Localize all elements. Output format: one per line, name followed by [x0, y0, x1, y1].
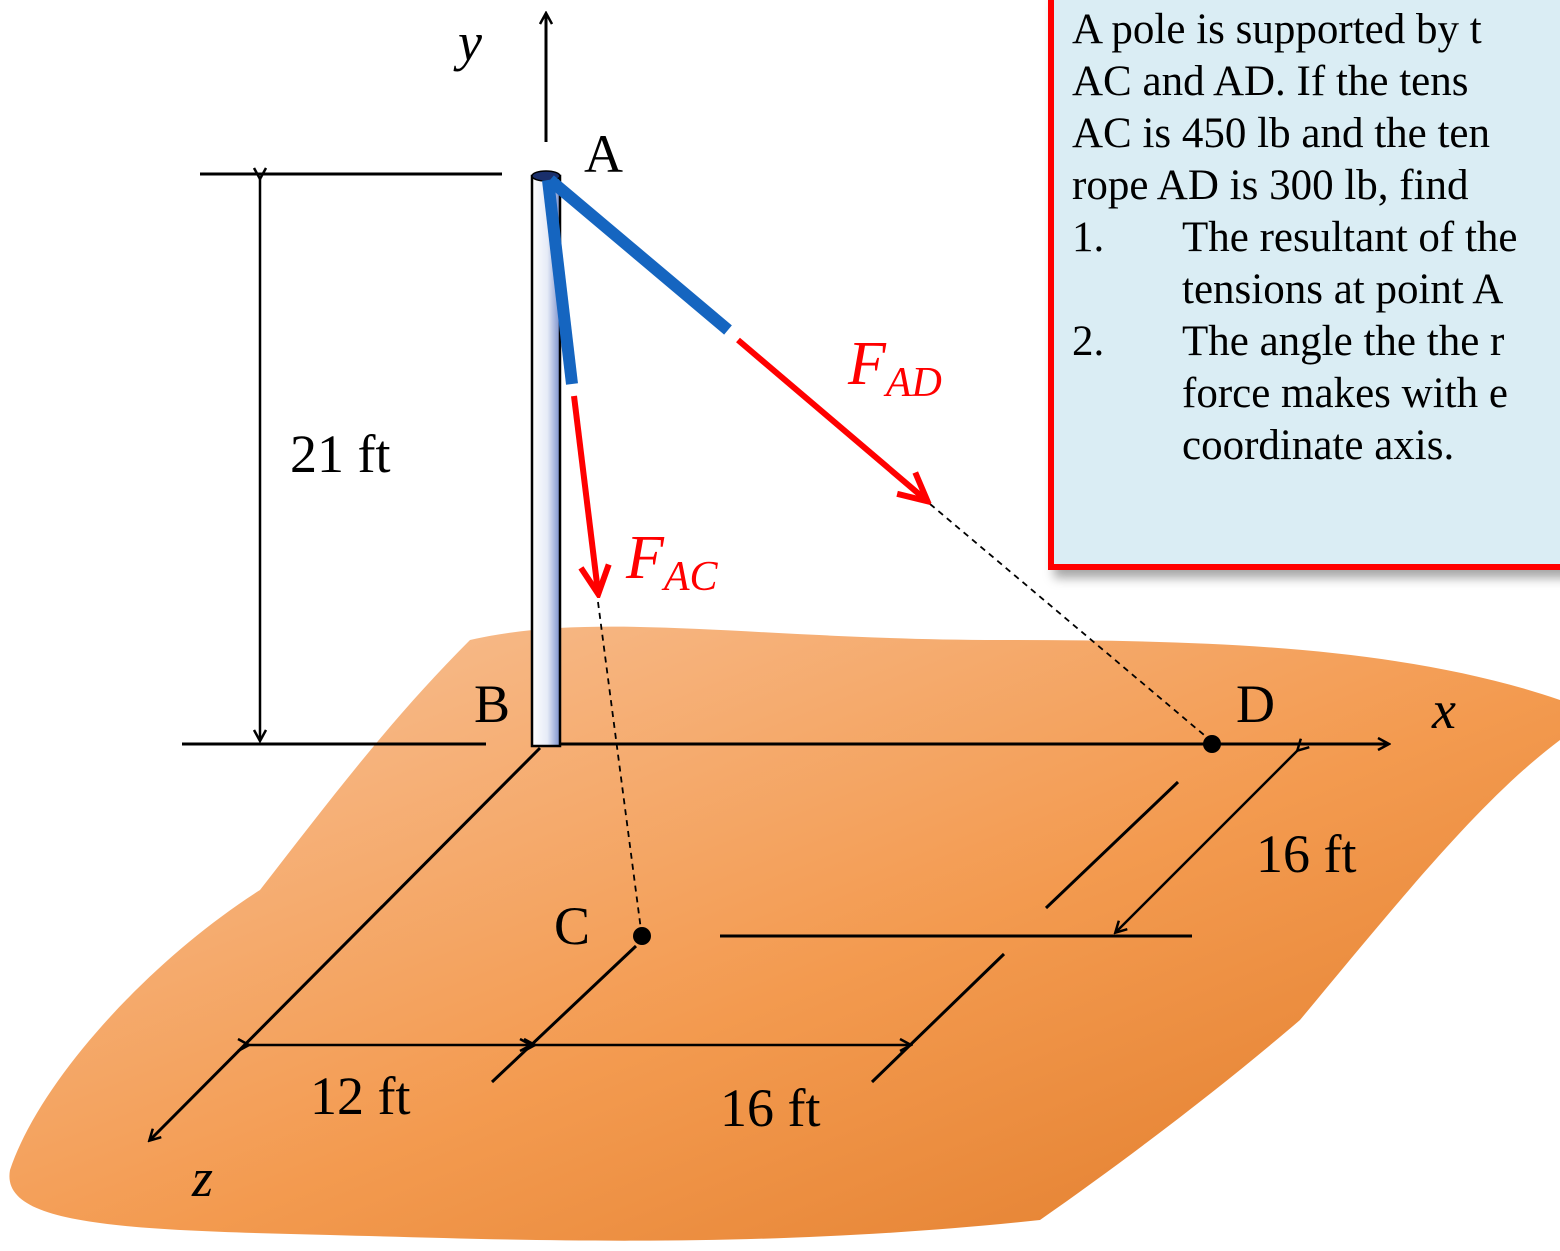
rope-ac [542, 179, 578, 385]
z-axis-label: z [191, 1148, 213, 1208]
force-ac-main: F [625, 524, 665, 592]
dim-16ft-z-label: 16 ft [1256, 824, 1357, 884]
force-ad-subscript: AD [883, 360, 942, 406]
y-axis-label: y [453, 12, 482, 72]
point-d-dot [1203, 735, 1221, 753]
item-line: force makes with e [1182, 370, 1508, 417]
force-ad-main: F [847, 330, 887, 398]
force-ac-subscript: AC [661, 554, 719, 600]
z-axis [150, 746, 542, 1140]
problem-line: AC is 450 lb and the ten [1072, 110, 1491, 157]
force-ac-label: FAC [625, 524, 719, 600]
ground-surface [9, 626, 1560, 1241]
point-b-label: B [474, 674, 510, 734]
item-number: 1. [1072, 214, 1105, 261]
cd-z-ext [870, 952, 1006, 1084]
force-ac-arrow [571, 395, 598, 592]
ac-dashed-line [597, 601, 642, 931]
force-ad-label: FAD [847, 330, 942, 406]
item-line: coordinate axis. [1182, 422, 1455, 469]
point-d-label: D [1236, 674, 1275, 734]
item-line: The resultant of the [1182, 214, 1518, 261]
point-c-dot [633, 927, 651, 945]
dim-16ft-x-label: 16 ft [720, 1078, 821, 1138]
problem-line: AC and AD. If the tens [1072, 58, 1469, 105]
dim-12ft-label: 12 ft [310, 1066, 411, 1126]
problem-line: A pole is supported by t [1072, 6, 1482, 53]
item-number: 2. [1072, 318, 1105, 365]
problem-line: rope AD is 300 lb, find [1072, 162, 1469, 209]
item-line: The angle the the r [1182, 318, 1505, 365]
c-z-ext [490, 944, 638, 1084]
problem-statement-box: A pole is supported by t AC and AD. If t… [1048, 0, 1560, 570]
item-line: tensions at point A [1182, 266, 1504, 313]
force-ad-arrow [736, 337, 926, 500]
problem-item-2: 2. The angle the the r force makes with … [1072, 316, 1560, 472]
height-dimension-label: 21 ft [290, 424, 391, 484]
dim-16ft-z-line [1116, 750, 1298, 932]
point-c-label: C [554, 896, 590, 956]
point-a-label: A [584, 124, 623, 184]
rope-ad [546, 175, 732, 335]
problem-item-1: 1. The resultant of the tensions at poin… [1072, 212, 1560, 316]
x-axis-label: x [1431, 680, 1456, 740]
